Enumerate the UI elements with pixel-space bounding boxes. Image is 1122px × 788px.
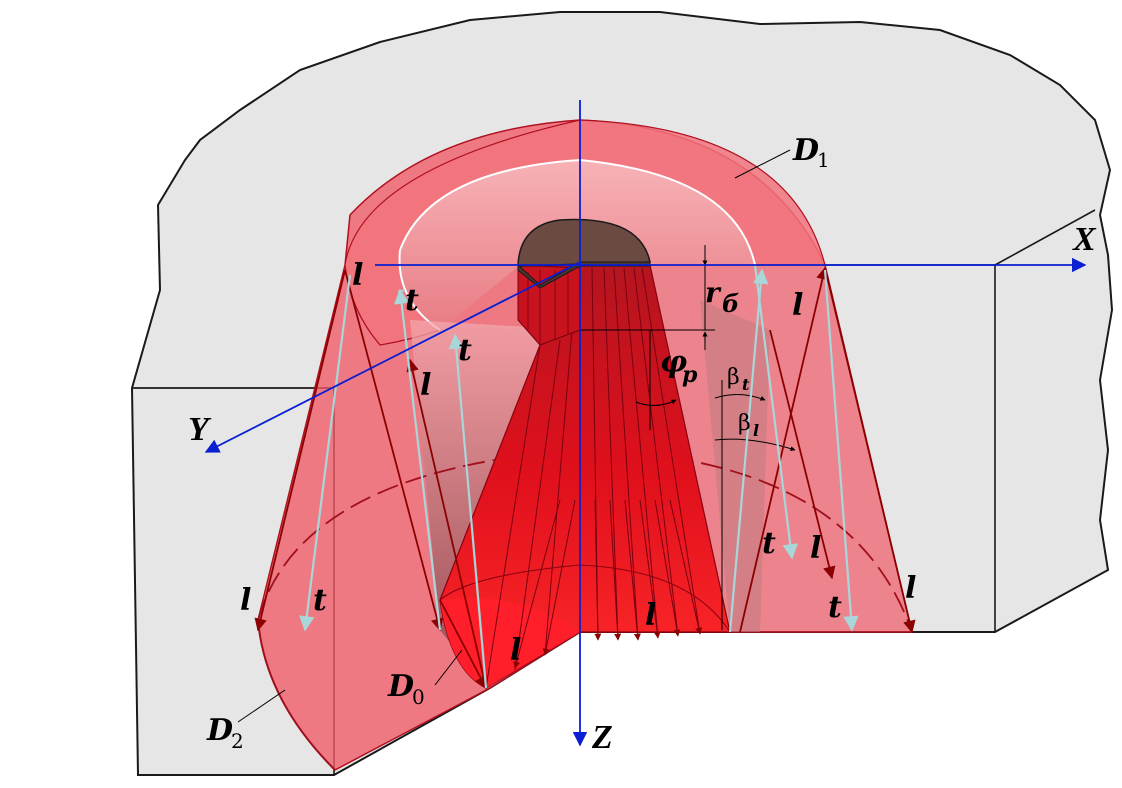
axes <box>204 100 1087 747</box>
label-phi: φ <box>660 345 687 380</box>
label-r-sub: б <box>722 289 739 318</box>
label-t-4: t <box>762 526 776 561</box>
label-l-8: l <box>905 571 916 606</box>
label-t-1: t <box>405 283 419 318</box>
label-l-2: l <box>420 368 431 403</box>
label-l-6: l <box>645 598 656 633</box>
label-beta-t-sub: t <box>742 375 750 394</box>
label-beta-l: β <box>738 411 751 436</box>
y-axis <box>204 261 581 453</box>
label-t-5: t <box>828 590 842 625</box>
angle-marks <box>635 330 796 630</box>
label-beta-t: β <box>727 365 740 390</box>
label-y: Y <box>188 411 212 448</box>
label-d2: D <box>206 713 233 748</box>
leader-lines <box>237 149 791 723</box>
label-x: X <box>1072 221 1097 258</box>
text-labels: X Y Z D 1 D 0 D 2 r б φ p β t β l l l l … <box>188 133 1097 756</box>
label-d1-sub: 1 <box>817 148 830 172</box>
borehole-plug <box>517 218 651 289</box>
label-d0-sub: 0 <box>412 685 425 709</box>
label-l-4: l <box>240 583 251 618</box>
label-l-5: l <box>510 633 521 668</box>
label-d2-sub: 2 <box>231 729 244 753</box>
arrows-l <box>254 266 916 690</box>
label-d0: D <box>387 669 414 704</box>
label-l-7: l <box>810 531 821 566</box>
label-t-3: t <box>313 583 327 618</box>
label-r: r <box>705 276 722 309</box>
label-d1: D <box>792 133 819 168</box>
label-beta-l-sub: l <box>753 421 759 440</box>
label-phi-sub: p <box>682 362 698 388</box>
label-l-3: l <box>792 288 803 323</box>
label-l-1: l <box>352 258 363 293</box>
arrows-t <box>299 264 859 689</box>
label-t-2: t <box>458 333 472 368</box>
arrows-inner-l <box>513 499 703 669</box>
label-z: Z <box>591 719 613 756</box>
